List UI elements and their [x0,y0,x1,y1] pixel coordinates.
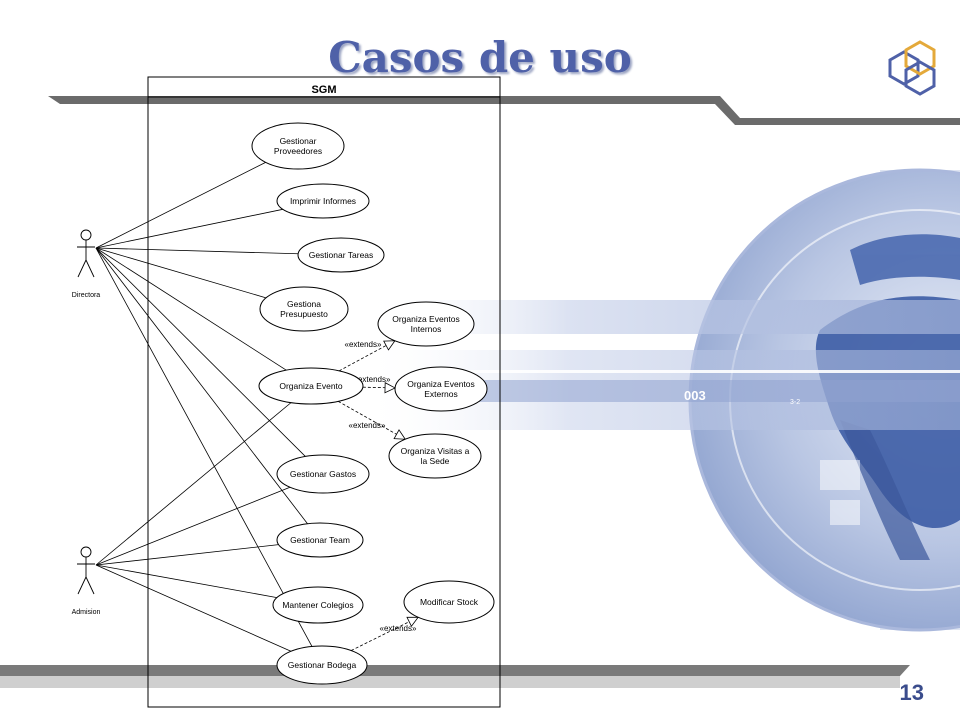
use-case-label: Gestionar [280,136,317,146]
actor-leg [77,259,87,278]
use-case-evento[interactable]: Organiza Evento [258,367,364,405]
use-case-label: Organiza Visitas a [401,446,470,456]
system-boundary [147,76,501,708]
globe-text-2: 3-2 [790,399,800,406]
use-case-ellipse [259,286,349,332]
use-case-ellipse [276,454,370,494]
use-case-tareas[interactable]: Gestionar Tareas [297,237,385,273]
use-case-label: Internos [411,324,442,334]
use-case-label: Gestionar Bodega [288,660,357,670]
association-line [95,486,291,566]
use-case-ellipse [394,366,488,412]
actor-head-icon [80,546,92,558]
globe-text-3: 888 [608,430,620,437]
use-case-label: Organiza Evento [279,381,343,391]
association-line [95,247,313,647]
globe-text-1: 003 [684,388,706,403]
use-case-label: Gestionar Team [290,535,350,545]
hexagon-logo-icon [888,40,936,96]
actor-admision[interactable]: Admision [72,546,101,616]
association-line [95,402,292,566]
use-case-colegios[interactable]: Mantener Colegios [272,586,364,624]
association-line [95,161,266,249]
use-case-visitas[interactable]: Organiza Visitas ala Sede [388,433,482,479]
extends-label: «extends» [380,624,417,633]
use-case-team[interactable]: Gestionar Team [276,522,364,558]
use-case-ellipse [276,183,370,219]
extends-line [338,340,396,372]
actor-label: Admision [72,609,101,616]
use-case-gastos[interactable]: Gestionar Gastos [276,454,370,494]
use-case-informes[interactable]: Imprimir Informes [276,183,370,219]
use-case-ellipse [258,367,364,405]
use-case-label: Organiza Eventos [392,314,460,324]
extends-arrowhead [384,382,396,394]
use-case-ellipse [297,237,385,273]
system-name: SGM [311,84,336,96]
page-number: 13 [899,680,924,705]
use-case-label: Gestiona [287,299,321,309]
actor-label: Directora [72,292,101,299]
actor-head-icon [80,229,92,241]
extends-arrowhead [383,340,396,351]
use-case-bodega[interactable]: Gestionar Bodega [276,645,368,685]
extends-label: «extends» [354,375,391,384]
association-line [95,564,292,652]
association-line [95,247,299,255]
extends-line [350,616,419,651]
actor-leg [85,576,95,595]
use-case-label: Gestionar Gastos [290,469,356,479]
actor-directora[interactable]: Directora [72,229,101,299]
association-line [95,247,308,524]
association-line [95,564,278,599]
use-case-ellipse [388,433,482,479]
association-line [95,247,287,371]
footer-bar [0,665,910,676]
association-line [95,208,283,249]
extends-label: «extends» [345,340,382,349]
use-case-ellipse [276,522,364,558]
use-case-ellipse [403,580,495,624]
use-case-label: Presupuesto [280,309,328,319]
extends-label: «extends» [349,421,386,430]
actor-leg [85,259,95,278]
association-line [95,247,267,299]
extends-line [337,400,406,440]
use-case-label: Externos [424,389,458,399]
association-line [95,247,306,457]
header-bar [48,96,960,125]
use-case-label: la Sede [421,456,450,466]
footer-bar-shadow [0,676,900,688]
use-case-label: Modificar Stock [420,597,479,607]
use-case-ellipse [377,301,475,347]
use-case-label: Mantener Colegios [282,600,353,610]
use-case-ellipse [272,586,364,624]
use-case-label: Organiza Eventos [407,379,475,389]
extends-arrowhead [406,616,419,627]
use-case-stock[interactable]: Modificar Stock [403,580,495,624]
actor-leg [77,576,87,595]
use-case-label: Imprimir Informes [290,196,356,206]
use-case-label: Proveedores [274,146,322,156]
use-case-ellipse [251,122,345,170]
association-line [95,544,279,566]
use-case-label: Gestionar Tareas [309,250,374,260]
extends-arrowhead [393,429,407,440]
slide-title: Casos de uso [328,33,632,82]
use-case-ellipse [276,645,368,685]
